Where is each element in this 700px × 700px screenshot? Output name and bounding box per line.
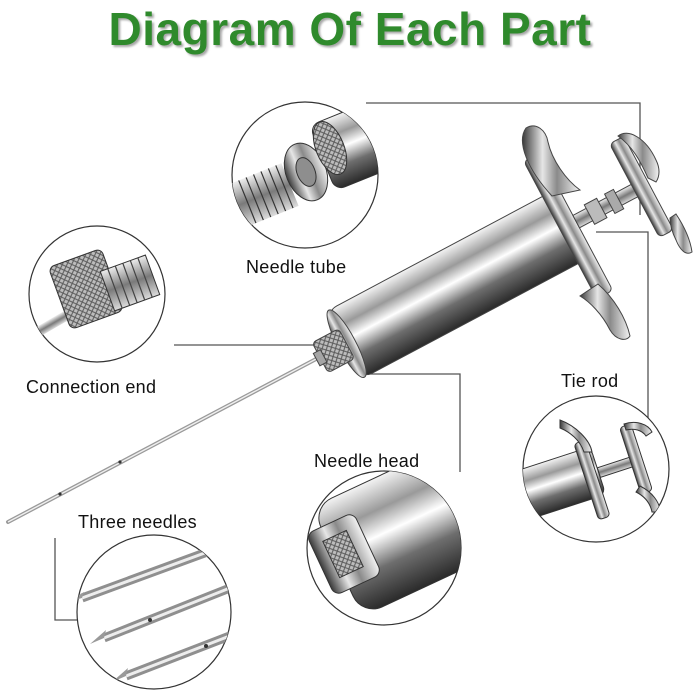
label-tie-rod: Tie rod <box>561 371 619 391</box>
leader-tie-rod <box>596 231 649 420</box>
flange-horn-top <box>522 125 582 197</box>
detail-connection-end <box>28 225 166 363</box>
diagram-title: Diagram Of Each Part <box>108 3 592 55</box>
handle-horn-top <box>617 132 660 183</box>
detail-needle-tube <box>231 101 379 249</box>
leader-three-needles <box>54 538 78 621</box>
label-needle-head: Needle head <box>314 451 420 471</box>
handle-horn-bottom <box>669 213 693 254</box>
leader-needle-tube <box>366 102 641 215</box>
needle-3 <box>112 627 231 682</box>
needle-2 <box>90 579 231 644</box>
detail-tie-rod <box>522 395 670 543</box>
detail-three-needles <box>76 534 232 690</box>
main-syringe <box>6 125 693 524</box>
leader-needle-head <box>368 373 461 472</box>
syringe-barrel <box>312 137 673 378</box>
label-three-needles: Three needles <box>78 512 197 532</box>
label-connection-end: Connection end <box>26 377 157 397</box>
label-needle-tube: Needle tube <box>246 257 347 277</box>
main-needle <box>6 356 320 524</box>
flange-horn-bottom <box>579 283 631 340</box>
